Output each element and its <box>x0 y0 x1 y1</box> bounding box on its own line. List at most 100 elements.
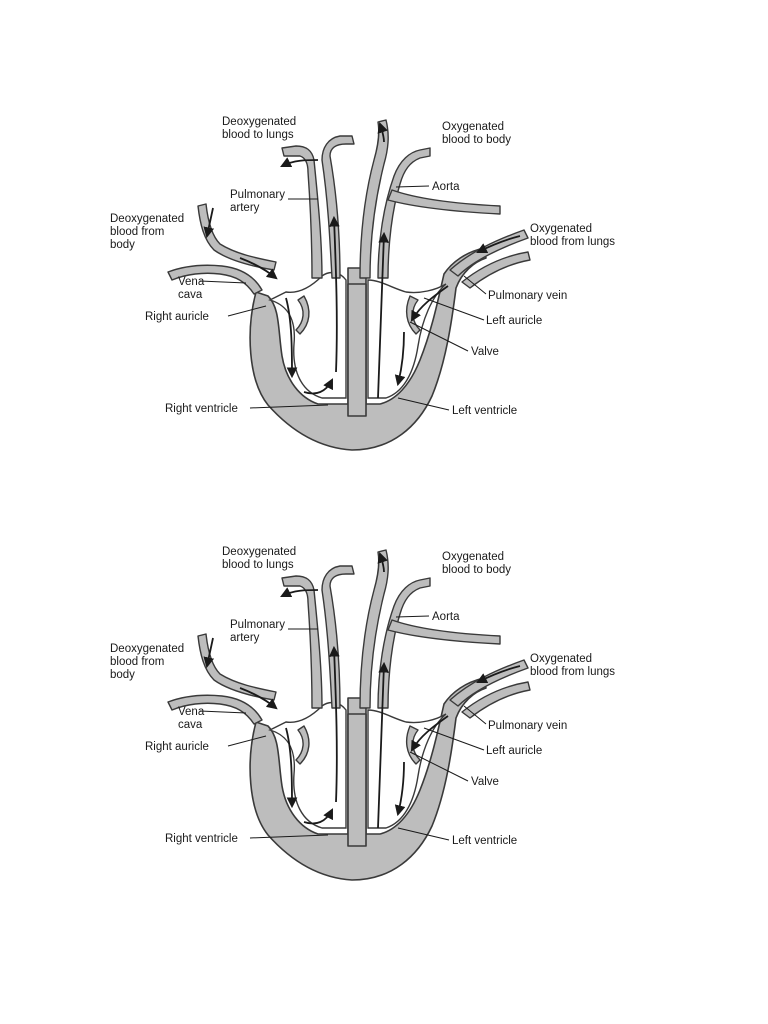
label-oxygenated-blood-from-lungs-line: Oxygenated <box>530 653 592 665</box>
pulmonary-artery-wall-right <box>321 565 355 709</box>
vena-cava-lower <box>167 694 263 725</box>
right-valve <box>295 725 310 765</box>
label-aorta-line: Aorta <box>432 181 460 193</box>
label-valve-line: Valve <box>471 346 499 358</box>
vena-cava-lower <box>167 264 263 295</box>
left-chamber-lumen <box>367 279 447 399</box>
pulmonary-artery-wall-left <box>281 145 323 279</box>
flow-arrow-vena-cava-in <box>203 637 215 669</box>
flow-arrow-pulmonary-vein-in <box>476 235 521 253</box>
label-left-auricle-leader-line <box>423 727 485 751</box>
label-left-auricle: Left auricle <box>486 745 542 757</box>
label-aorta-leader-line <box>395 185 430 188</box>
flow-arrow-up-pulmonary-artery <box>328 645 340 803</box>
label-pulmonary-artery-line: Pulmonary <box>230 189 285 201</box>
flow-arrow-to-body <box>377 121 388 143</box>
flow-arrow-vena-cava-in <box>203 207 215 239</box>
aorta-wall-right <box>377 577 431 709</box>
flow-arrow-into-right-ventricle <box>285 727 298 809</box>
label-deoxygenated-blood-from-body-line: Deoxygenated <box>110 213 184 225</box>
label-valve: Valve <box>471 346 499 358</box>
label-left-ventricle-leader-line <box>397 397 450 411</box>
left-chamber-lumen <box>367 709 447 829</box>
flow-arrow-right-ventricle-turn <box>303 378 333 395</box>
label-deoxygenated-blood-to-lungs-line: Deoxygenated <box>222 116 296 128</box>
flow-arrow-right-ventricle-turn <box>303 808 333 825</box>
label-pulmonary-artery-line: Pulmonary <box>230 619 285 631</box>
label-left-ventricle-leader-line <box>397 827 450 841</box>
aorta-branch <box>387 619 501 645</box>
flow-arrow-to-body <box>377 551 388 573</box>
flow-arrow-into-left-auricle <box>410 285 449 322</box>
label-valve-leader-line <box>409 321 469 352</box>
septum <box>347 283 367 417</box>
septum <box>347 713 367 847</box>
aorta-branch <box>387 189 501 215</box>
label-pulmonary-artery-line: artery <box>230 202 260 214</box>
label-deoxygenated-blood-from-body-line: body <box>110 239 135 251</box>
pulmonary-vein-upper <box>449 229 529 277</box>
label-right-auricle: Right auricle <box>145 311 209 323</box>
label-right-ventricle-line: Right ventricle <box>165 403 238 415</box>
label-vena-cava-line: Vena <box>178 706 205 718</box>
label-pulmonary-vein: Pulmonary vein <box>488 290 567 302</box>
pulmonary-vein-upper <box>449 659 529 707</box>
flow-arrow-to-lungs <box>280 157 319 167</box>
label-right-ventricle-leader-line <box>249 404 329 409</box>
heart-wall <box>249 677 487 881</box>
label-oxygenated-blood-to-body-line: Oxygenated <box>442 551 504 563</box>
label-aorta-leader-line <box>395 615 430 618</box>
flow-arrow-up-aorta <box>377 231 390 399</box>
label-vena-cava-line: cava <box>178 719 203 731</box>
aorta-wall-right <box>377 147 431 279</box>
label-oxygenated-blood-to-body-line: blood to body <box>442 134 511 146</box>
flow-arrow-into-left-auricle <box>410 715 449 752</box>
label-left-ventricle: Left ventricle <box>452 405 517 417</box>
label-pulmonary-vein-line: Pulmonary vein <box>488 720 567 732</box>
label-vena-cava-line: cava <box>178 289 203 301</box>
label-deoxygenated-blood-to-lungs-line: blood to lungs <box>222 559 294 571</box>
flow-arrow-to-lungs <box>280 587 319 597</box>
label-right-auricle-line: Right auricle <box>145 311 209 323</box>
flow-arrow-into-right-ventricle <box>285 297 298 379</box>
right-chamber-lumen <box>268 701 347 829</box>
label-oxygenated-blood-to-body-line: blood to body <box>442 564 511 576</box>
label-right-ventricle-leader-line <box>249 834 329 839</box>
label-left-auricle-leader-line <box>423 297 485 321</box>
label-pulmonary-vein-line: Pulmonary vein <box>488 290 567 302</box>
label-oxygenated-blood-from-lungs-line: blood from lungs <box>530 236 615 248</box>
label-right-ventricle: Right ventricle <box>165 403 238 415</box>
label-valve-line: Valve <box>471 776 499 788</box>
label-deoxygenated-blood-to-lungs-line: blood to lungs <box>222 129 294 141</box>
label-pulmonary-artery-line: artery <box>230 632 260 644</box>
label-pulmonary-vein-leader-line <box>463 275 487 295</box>
label-aorta: Aorta <box>432 181 460 193</box>
heart-drawing <box>167 119 531 451</box>
label-deoxygenated-blood-from-body-line: blood from <box>110 656 164 668</box>
label-pulmonary-vein-leader-line <box>463 705 487 725</box>
flow-arrow-pulmonary-vein-in <box>476 665 521 683</box>
right-chamber-lumen <box>268 271 347 399</box>
left-valve <box>405 295 421 335</box>
label-deoxygenated-blood-to-lungs-line: Deoxygenated <box>222 546 296 558</box>
left-valve <box>405 725 421 765</box>
label-left-auricle: Left auricle <box>486 315 542 327</box>
pulmonary-vein-lower <box>461 251 531 289</box>
label-deoxygenated-blood-from-body-line: Deoxygenated <box>110 643 184 655</box>
pulmonary-artery-wall-left <box>281 575 323 709</box>
label-oxygenated-blood-from-lungs-line: blood from lungs <box>530 666 615 678</box>
label-oxygenated-blood-to-body-line: Oxygenated <box>442 121 504 133</box>
label-right-ventricle: Right ventricle <box>165 833 238 845</box>
